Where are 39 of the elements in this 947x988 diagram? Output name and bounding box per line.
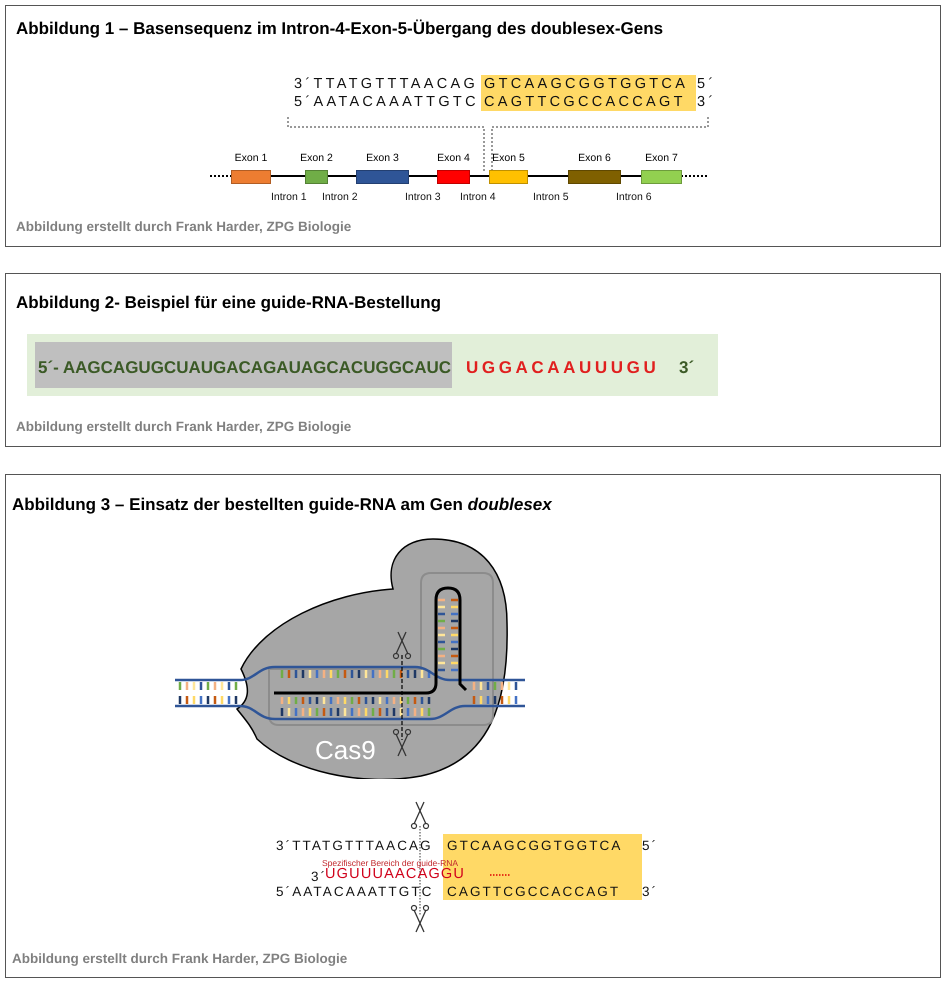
dna-sequence: 3´TTATGTTTAACAG bbox=[294, 76, 478, 93]
exon-label: Exon 3 bbox=[365, 152, 400, 164]
dna-sequence: 5´AATACAAATTGTC bbox=[276, 883, 434, 900]
exon-label: Exon 7 bbox=[644, 152, 679, 164]
exon-label: Exon 5 bbox=[491, 152, 526, 164]
intron-label: Intron 4 bbox=[460, 190, 496, 205]
figure-title: Abbildung 3 – Einsatz der bestellten guide-RNA am Gen doublesex bbox=[12, 495, 552, 515]
figure-panel bbox=[5, 474, 941, 978]
intron-label: Intron 5 bbox=[533, 190, 569, 205]
figure-title: Abbildung 1 – Basensequenz im Intron-4-Exon-5-Übergang des doublesex-Gens bbox=[16, 19, 664, 39]
strand-end-label: 3´ bbox=[679, 357, 694, 379]
dna-sequence: GTCAAGCGGTGGTCA bbox=[447, 837, 623, 854]
strand-end-label: 3´ bbox=[311, 869, 328, 885]
dna-sequence: 5´AATACAAATTGTC bbox=[294, 94, 479, 111]
intron-label: Intron 3 bbox=[405, 190, 441, 205]
figure-panel bbox=[5, 273, 941, 447]
dna-sequence: GTCAAGCGGTGGTCA bbox=[484, 76, 688, 93]
dna-sequence: 3´TTATGTTTAACAG bbox=[276, 837, 433, 854]
figure-title: Abbildung 2- Beispiel für eine guide-RNA-Bestellung bbox=[16, 293, 442, 313]
exon-label: Exon 6 bbox=[577, 152, 612, 164]
intron-label: Intron 2 bbox=[322, 190, 358, 205]
figure-panel bbox=[5, 5, 941, 247]
credit-text: Abbildung erstellt durch Frank Harder, ZPG Biologie bbox=[16, 219, 352, 234]
intron-label: Intron 6 bbox=[616, 190, 652, 205]
dna-sequence: CAGTTCGCCACCAGT bbox=[484, 94, 686, 111]
strand-end-label: 5´ bbox=[697, 76, 716, 93]
exon-label: Exon 2 bbox=[299, 152, 334, 164]
credit-text: Abbildung erstellt durch Frank Harder, ZPG Biologie bbox=[12, 951, 348, 966]
protein-label: Cas9 bbox=[315, 735, 376, 766]
credit-text: Abbildung erstellt durch Frank Harder, ZPG Biologie bbox=[16, 419, 352, 434]
dna-sequence: CAGTTCGCCACCAGT bbox=[447, 883, 620, 900]
rna-sequence: 5´- AAGCAGUGCUAUGACAGAUAGCACUGGCAUC bbox=[38, 357, 452, 379]
strand-end-label: 3´ bbox=[697, 94, 716, 111]
strand-end-label: 3´ bbox=[642, 883, 658, 900]
intron-label: Intron 1 bbox=[271, 190, 307, 205]
exon-label: Exon 4 bbox=[436, 152, 471, 164]
rna-sequence: UGGACAAUUUGU bbox=[466, 357, 660, 379]
exon-label: Exon 1 bbox=[234, 152, 268, 164]
strand-end-label: 5´ bbox=[642, 837, 658, 854]
